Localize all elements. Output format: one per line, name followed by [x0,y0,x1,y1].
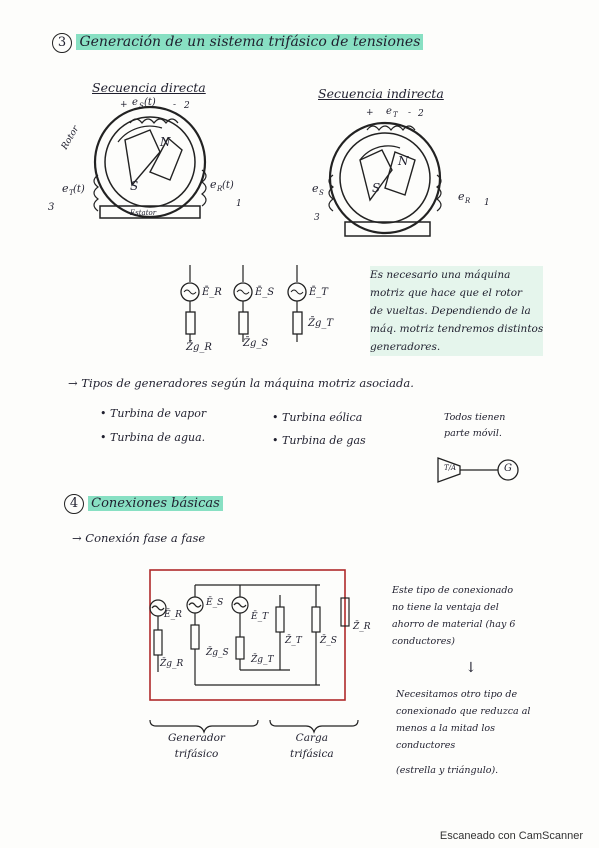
generator-type-item: • Turbina eólica [272,411,363,424]
svg-text:1: 1 [484,198,490,208]
svg-text:(t): (t) [222,180,234,191]
svg-text:e: e [458,190,465,203]
load-caption-line: Carga [295,732,328,744]
svg-text:e: e [62,182,69,195]
section-4-title: Conexiones básicas [88,496,223,511]
left-diagram-title: Secuencia directa [92,80,206,95]
down-arrow-icon: ↓ [465,660,477,676]
motor-note-line: Es necesario una máquina [370,269,511,281]
svg-text:T: T [69,189,75,197]
circuit-gen-impedance-s: Z̄g_S [206,648,229,658]
motor-note-line: máq. motriz tendremos distintos [370,323,544,335]
connection-note-line: conductores) [392,636,455,647]
svg-text:+: + [366,108,374,118]
source-label-t: Ē_T [309,287,328,298]
connection-note: Este tipo de conexionado no tiene la ven… [392,582,515,650]
moving-part-note-line: parte móvil. [444,428,502,439]
page-number: 3 [48,202,55,213]
svg-text:3: 3 [314,213,320,223]
generator-caption-line: trifásico [174,748,219,760]
svg-text:e: e [210,178,217,191]
svg-text:T: T [393,111,399,119]
circuit-load-r: Z̄_R [353,622,371,632]
connection-note-2-line: conexionado que reduzca al [396,706,531,717]
svg-text:N: N [159,135,171,149]
svg-text:(t): (t) [73,184,85,195]
svg-text:S: S [130,179,138,193]
moving-part-note-line: Todos tienen [444,412,506,423]
svg-text:Estator: Estator [129,209,157,217]
svg-text:S: S [319,189,324,197]
svg-text:e: e [132,97,138,108]
connection-note-line: no tiene la ventaja del [392,602,499,613]
circuit-source-t: Ē_T [251,612,269,622]
section-4-heading: 4 Conexiones básicas [64,494,223,514]
generator-label: G [504,463,512,474]
impedance-label-r: Z̄g_R [186,342,212,353]
svg-text:N: N [397,154,409,168]
scanner-watermark: Escaneado con CamScanner [439,830,583,842]
load-caption-line: trifásica [290,748,334,760]
connection-note-2-line: Necesitamos otro tipo de [396,689,518,700]
connection-note-line: Este tipo de conexionado [392,585,514,596]
right-diagram-title: Secuencia indirecta [318,86,444,101]
generator-caption-line: Generador [168,732,225,744]
generator-type-item: • Turbina de agua. [100,431,206,444]
turbine-label: T/A [444,464,457,472]
section-3-title: Generación de un sistema trifásico de te… [76,34,424,50]
load-caption: Carga trifásica [290,730,334,762]
connection-note-line: ahorro de material (hay 6 [392,619,516,630]
svg-text:e: e [386,106,392,117]
svg-text:2: 2 [417,109,424,119]
svg-text:-: - [173,100,176,110]
section-3-heading: 3 Generación de un sistema trifásico de … [52,33,424,53]
motor-note-line: de vueltas. Dependiendo de la [370,305,531,317]
circuit-source-s: Ē_S [206,598,224,608]
svg-text:-: - [408,108,411,118]
generator-caption: Generador trifásico [168,730,225,762]
connection-note-2: Necesitamos otro tipo de conexionado que… [396,686,530,779]
moving-part-note: Todos tienen parte móvil. [444,410,505,442]
motor-note: Es necesario una máquina motriz que hace… [370,266,544,356]
svg-text:S: S [372,181,380,195]
turbine-generator-icon [437,457,519,483]
circuit-gen-impedance-t: Z̄g_T [251,655,274,665]
generator-type-item: • Turbina de vapor [100,407,207,420]
section-4-number: 4 [64,494,84,514]
connection-note-2-line: menos a la mitad los [396,723,496,734]
section-4-subheading: → Conexión fase a fase [72,531,206,545]
svg-text:R: R [464,197,471,205]
source-label-r: Ē_R [202,287,222,298]
motor-note-line: motriz que hace que el rotor [370,287,523,299]
connection-note-2-line: (estrella y triángulo). [396,765,499,776]
svg-text:R: R [216,185,223,193]
svg-text:2: 2 [183,101,190,111]
svg-text:S: S [139,102,144,110]
circuit-gen-impedance-r: Z̄g_R [160,659,184,669]
circuit-load-t: Z̄_T [285,636,302,646]
source-impedance-diagram [180,265,307,342]
circuit-load-s: Z̄_S [320,636,337,646]
generator-types-heading: → Tipos de generadores según la máquina … [68,376,414,390]
source-label-s: Ē_S [255,287,275,298]
generator-type-item: • Turbina de gas [272,434,366,447]
svg-text:e: e [312,182,319,195]
section-3-number: 3 [52,33,72,53]
motor-note-line: generadores. [370,341,441,353]
circuit-source-r: Ē_R [164,610,182,620]
svg-text:1: 1 [236,199,242,209]
svg-text:+: + [120,100,128,110]
svg-text:(t): (t) [144,97,156,108]
impedance-label-s: Z̄g_S [243,338,269,349]
impedance-label-t: Z̄g_T [308,318,334,329]
connection-note-2-line: conductores [396,740,456,751]
